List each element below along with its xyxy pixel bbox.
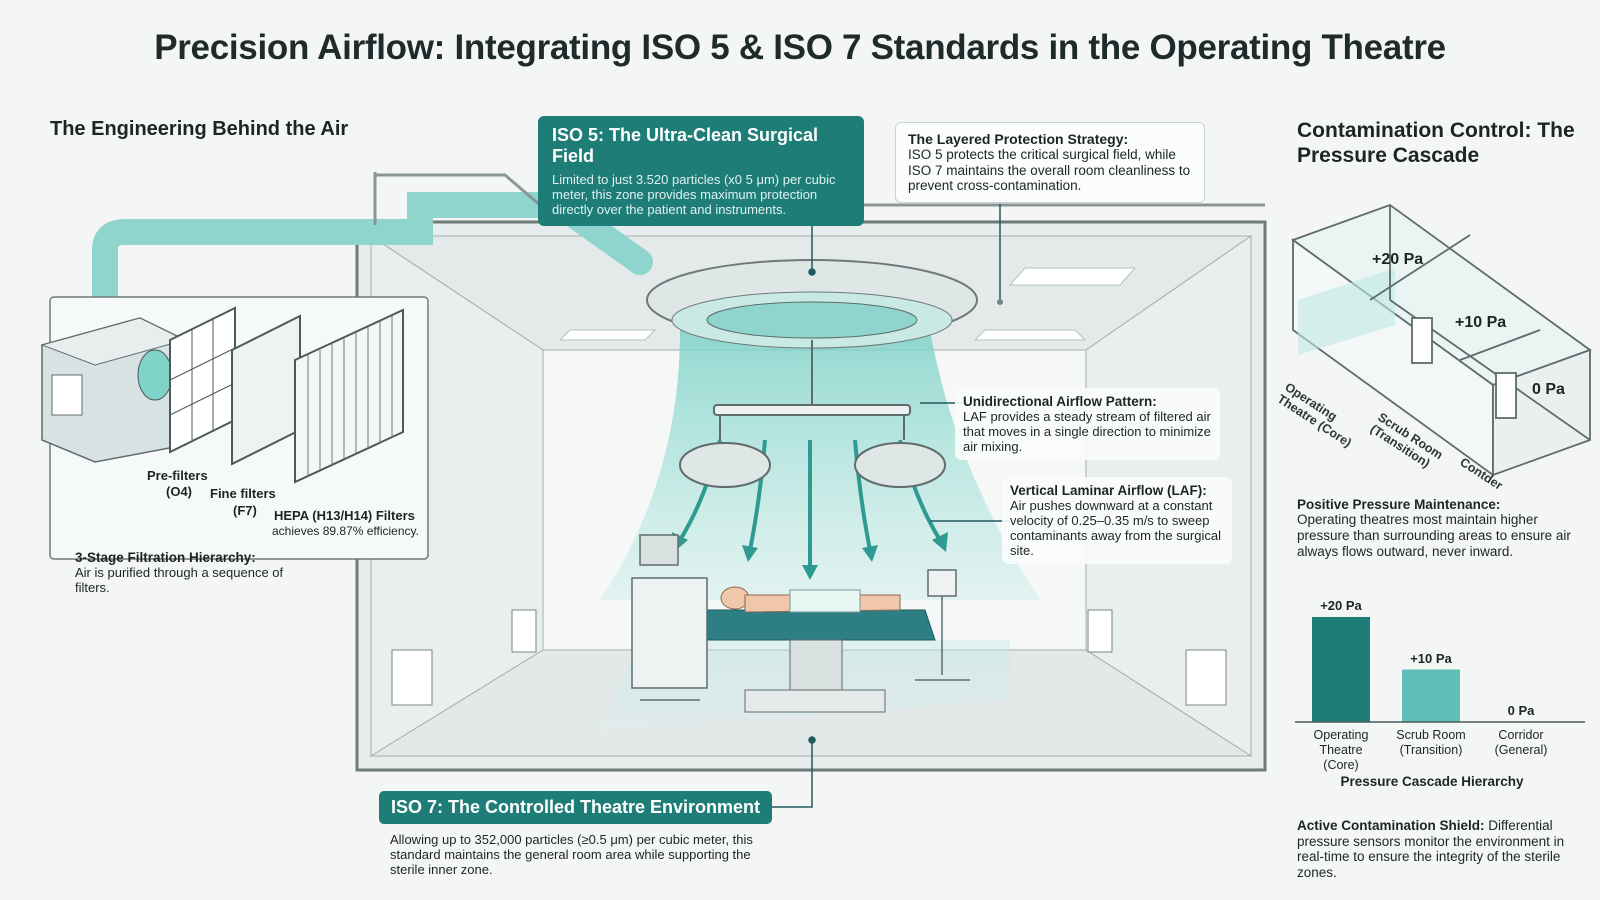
bar-value-label: +10 Pa: [1410, 650, 1452, 666]
fine-filter-grade: (F7): [233, 503, 257, 518]
cascade-pressure-3: 0 Pa: [1532, 381, 1565, 398]
cascade-pressure-1: +20 Pa: [1372, 251, 1424, 268]
surgical-lights: [679, 340, 946, 488]
filtration-body: Air is purified through a sequence of fi…: [75, 565, 284, 595]
pressure-bar-chart: [1295, 617, 1585, 723]
hepa-filter-label: HEPA (H13/H14) Filters: [274, 508, 415, 523]
layered-body: ISO 5 protects the critical surgical fie…: [908, 147, 1191, 193]
positive-title: Positive Pressure Maintenance:: [1297, 497, 1501, 512]
bar-1: [1402, 669, 1460, 722]
unidirectional-body: LAF provides a steady stream of filtered…: [963, 409, 1211, 454]
pre-filter-label: Pre-filters: [147, 468, 208, 483]
bar-category-label: Operating Theatre(Core): [1313, 728, 1369, 772]
filtration-hierarchy-note: 3-Stage Filtration Hierarchy: Air is pur…: [75, 550, 285, 595]
fine-filter-label: Fine filters: [210, 486, 276, 501]
contamination-shield-note: Active Contamination Shield: Differentia…: [1297, 818, 1582, 880]
bar-category-label: Corridor(General): [1494, 728, 1548, 757]
iso5-callout: ISO 5: The Ultra-Clean Surgical Field Li…: [538, 116, 864, 226]
iso5-title: ISO 5: The Ultra-Clean Surgical Field: [552, 125, 819, 166]
positive-pressure-note: Positive Pressure Maintenance: Operating…: [1297, 497, 1582, 560]
anesthesia-machine: [631, 534, 708, 701]
bar-category-label: Scrub Room(Transition): [1396, 728, 1466, 757]
hepa-filter-note: achieves 89.87% efficiency.: [272, 524, 419, 538]
unidirectional-title: Unidirectional Airflow Pattern:: [963, 394, 1157, 409]
pre-filter-grade: (O4): [166, 484, 192, 499]
bar-0: [1312, 617, 1370, 722]
iso7-title: ISO 7: The Controlled Theatre Environmen…: [379, 791, 773, 824]
layered-title: The Layered Protection Strategy:: [908, 131, 1129, 147]
laf-title: Vertical Laminar Airflow (LAF):: [1010, 483, 1207, 498]
chart-title: Pressure Cascade Hierarchy: [1340, 774, 1524, 789]
iso5-body: Limited to just 3.520 particles (x0 5 μm…: [552, 172, 836, 217]
bar-value-label: +20 Pa: [1320, 598, 1362, 613]
shield-body: Differential pressure sensors monitor th…: [1297, 818, 1565, 880]
shield-title: Active Contamination Shield:: [1297, 818, 1485, 833]
operating-table: [694, 586, 936, 713]
unidirectional-card: Unidirectional Airflow Pattern: LAF prov…: [955, 388, 1220, 460]
right-heading: Contamination Control: The Pressure Casc…: [1297, 119, 1575, 167]
filter-box: [40, 296, 429, 560]
filtration-title: 3-Stage Filtration Hierarchy:: [75, 550, 256, 565]
iso7-body: Allowing up to 352,000 particles (≥0.5 μ…: [390, 832, 753, 877]
pressure-cascade-3d: [1291, 203, 1592, 477]
cascade-pressure-2: +10 Pa: [1455, 314, 1507, 331]
layered-protection-card: The Layered Protection Strategy: ISO 5 p…: [895, 122, 1205, 203]
patient-monitor: [915, 569, 970, 681]
page-title: Precision Airflow: Integrating ISO 5 & I…: [154, 28, 1446, 67]
bar-value-label: 0 Pa: [1507, 703, 1535, 718]
laf-diffuser: [646, 259, 978, 349]
laf-card: Vertical Laminar Airflow (LAF): Air push…: [1002, 477, 1232, 564]
leader-lines: [760, 204, 1010, 808]
positive-body: Operating theatres most maintain higher …: [1297, 512, 1571, 559]
laf-body: Air pushes downward at a constant veloci…: [1010, 498, 1221, 558]
laminar-airflow-beam: [600, 330, 1040, 730]
left-heading: The Engineering Behind the Air: [50, 118, 349, 140]
air-duct: [92, 172, 1265, 333]
